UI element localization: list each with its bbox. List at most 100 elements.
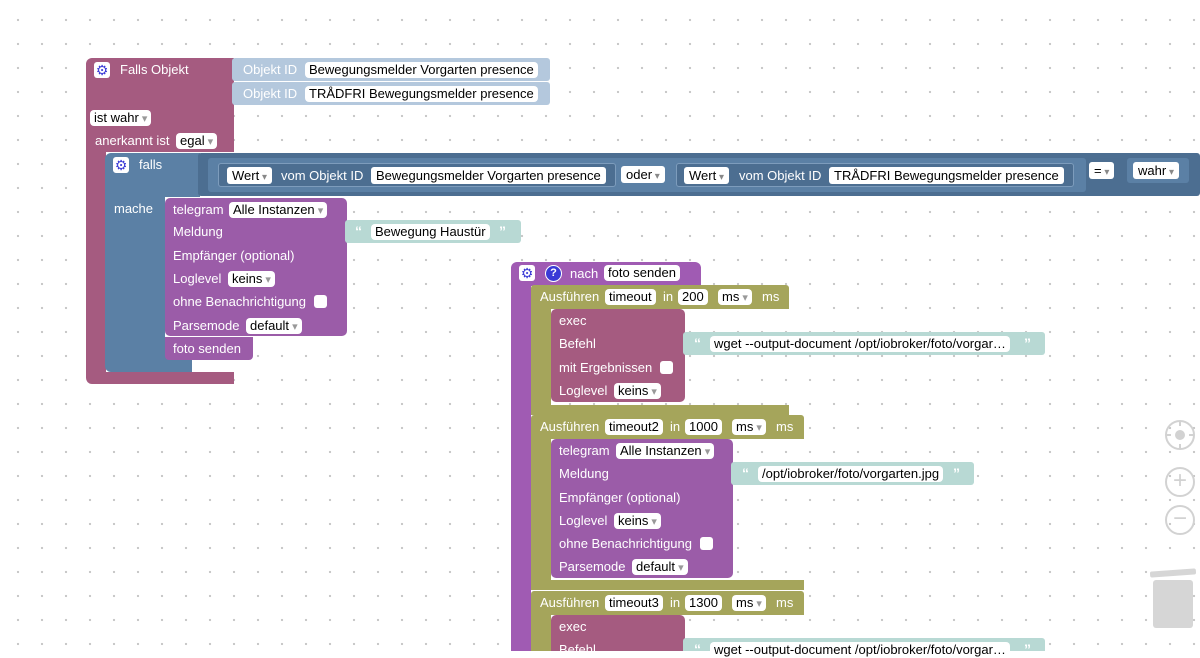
timeout-unit-dropdown[interactable]: ms <box>732 595 766 611</box>
logic-dropdown[interactable]: oder <box>621 166 665 183</box>
object-id-label: Objekt ID <box>243 62 298 77</box>
timeout-spine <box>531 437 551 582</box>
loglevel-dropdown[interactable]: keins <box>614 383 661 399</box>
loglevel-dropdown[interactable]: keins <box>614 513 661 529</box>
object-field-left[interactable]: Bewegungsmelder Vorgarten presence <box>371 167 606 184</box>
timeout-in-label: in <box>670 419 681 434</box>
timeout-label: Ausführen <box>540 289 600 304</box>
quote-close-icon: ” <box>1024 335 1031 351</box>
call-block[interactable] <box>165 337 253 360</box>
event-block-spine <box>86 150 106 376</box>
procedure-spine <box>511 284 531 651</box>
telegram-block[interactable] <box>165 198 347 336</box>
timeout-label: Ausführen <box>540 419 600 434</box>
loglevel-label: Loglevel <box>559 383 608 398</box>
parsemode-label: Parsemode <box>173 318 240 333</box>
command-label: Befehl <box>559 336 596 351</box>
timeout-unit-suffix: ms <box>776 595 794 610</box>
recipient-label: Empfänger (optional) <box>173 248 295 263</box>
quote-close-icon: ” <box>953 465 960 481</box>
ack-label: anerkannt ist <box>95 133 170 148</box>
object-id-label: Objekt ID <box>243 86 298 101</box>
gear-icon[interactable] <box>94 62 110 78</box>
procedure-label: nach <box>570 266 599 281</box>
command-field[interactable]: wget --output-document /opt/iobroker/fot… <box>710 642 1010 658</box>
timeout-unit-suffix: ms <box>776 419 794 434</box>
do-label: mache <box>114 201 154 216</box>
silent-checkbox[interactable] <box>700 537 713 550</box>
exec-block[interactable] <box>551 615 685 651</box>
exec-title: exec <box>559 619 587 634</box>
timeout-bottom <box>531 580 804 590</box>
object-id-field-1[interactable]: Bewegungsmelder Vorgarten presence <box>305 62 538 78</box>
telegram-title: telegram <box>559 443 610 458</box>
object-field-right[interactable]: TRÅDFRI Bewegungsmelder presence <box>829 167 1064 184</box>
timeout-spine <box>531 613 551 651</box>
quote-open-icon: “ <box>355 223 362 239</box>
command-field[interactable]: wget --output-document /opt/iobroker/fot… <box>710 336 1010 352</box>
zoom-out-icon[interactable]: − <box>1165 505 1195 535</box>
timeout-name-field[interactable]: timeout <box>605 289 656 305</box>
telegram-title: telegram <box>173 202 224 217</box>
object-id-field-2[interactable]: TRÅDFRI Bewegungsmelder presence <box>305 86 538 102</box>
timeout-unit-dropdown[interactable]: ms <box>718 289 752 305</box>
zoom-in-icon[interactable]: + <box>1165 467 1195 497</box>
quote-open-icon: “ <box>694 641 701 657</box>
telegram-block[interactable] <box>551 439 733 578</box>
compare-dropdown[interactable]: = <box>1089 162 1115 179</box>
timeout-unit-suffix: ms <box>762 289 780 304</box>
silent-checkbox[interactable] <box>314 295 327 308</box>
telegram-instance-dropdown[interactable]: Alle Instanzen <box>229 202 328 218</box>
parsemode-dropdown[interactable]: default <box>632 559 688 575</box>
loglevel-label: Loglevel <box>559 513 608 528</box>
message-label: Meldung <box>559 466 609 481</box>
of-object-label: vom Objekt ID <box>281 168 364 183</box>
quote-open-icon: “ <box>694 335 701 351</box>
gear-icon[interactable] <box>519 265 535 281</box>
timeout-spine <box>531 307 551 407</box>
parsemode-label: Parsemode <box>559 559 626 574</box>
recipient-label: Empfänger (optional) <box>559 490 681 505</box>
timeout-name-field[interactable]: timeout3 <box>605 595 663 611</box>
if-block-bottom <box>105 356 192 372</box>
timeout-value-field[interactable]: 200 <box>678 289 708 305</box>
results-checkbox[interactable] <box>660 361 673 374</box>
timeout-in-label: in <box>663 289 674 304</box>
procedure-name-field[interactable]: foto senden <box>604 265 680 281</box>
of-object-label: vom Objekt ID <box>739 168 822 183</box>
loglevel-label: Loglevel <box>173 271 222 286</box>
silent-label: ohne Benachrichtigung <box>173 294 306 309</box>
gear-icon[interactable] <box>113 157 129 173</box>
quote-close-icon: ” <box>1024 641 1031 657</box>
boolean-dropdown[interactable]: wahr <box>1133 162 1179 179</box>
trash-icon[interactable] <box>1149 566 1197 630</box>
timeout-in-label: in <box>670 595 681 610</box>
ack-dropdown[interactable]: egal <box>176 133 218 149</box>
event-block-bottom <box>86 372 234 384</box>
timeout-name-field[interactable]: timeout2 <box>605 419 663 435</box>
message-field[interactable]: /opt/iobroker/foto/vorgarten.jpg <box>758 466 944 482</box>
loglevel-dropdown[interactable]: keins <box>228 271 275 287</box>
timeout-bottom <box>531 405 789 415</box>
quote-open-icon: “ <box>742 465 749 481</box>
event-title: Falls Objekt <box>120 62 189 77</box>
timeout-value-field[interactable]: 1000 <box>685 419 722 435</box>
message-field[interactable]: Bewegung Haustür <box>371 224 490 240</box>
results-label: mit Ergebnissen <box>559 360 653 375</box>
telegram-instance-dropdown[interactable]: Alle Instanzen <box>616 443 715 459</box>
timeout-value-field[interactable]: 1300 <box>685 595 722 611</box>
parsemode-dropdown[interactable]: default <box>246 318 302 334</box>
call-label: foto senden <box>173 341 241 356</box>
if-label: falls <box>139 157 163 172</box>
condition-dropdown[interactable]: ist wahr <box>90 110 152 126</box>
value-dropdown-right[interactable]: Wert <box>684 167 730 184</box>
help-icon[interactable]: ? <box>545 265 562 282</box>
quote-close-icon: ” <box>499 223 506 239</box>
target-icon[interactable] <box>1165 420 1195 450</box>
timeout-unit-dropdown[interactable]: ms <box>732 419 766 435</box>
timeout-label: Ausführen <box>540 595 600 610</box>
silent-label: ohne Benachrichtigung <box>559 536 692 551</box>
message-label: Meldung <box>173 224 223 239</box>
if-block-spine <box>105 195 165 365</box>
value-dropdown-left[interactable]: Wert <box>227 167 273 184</box>
